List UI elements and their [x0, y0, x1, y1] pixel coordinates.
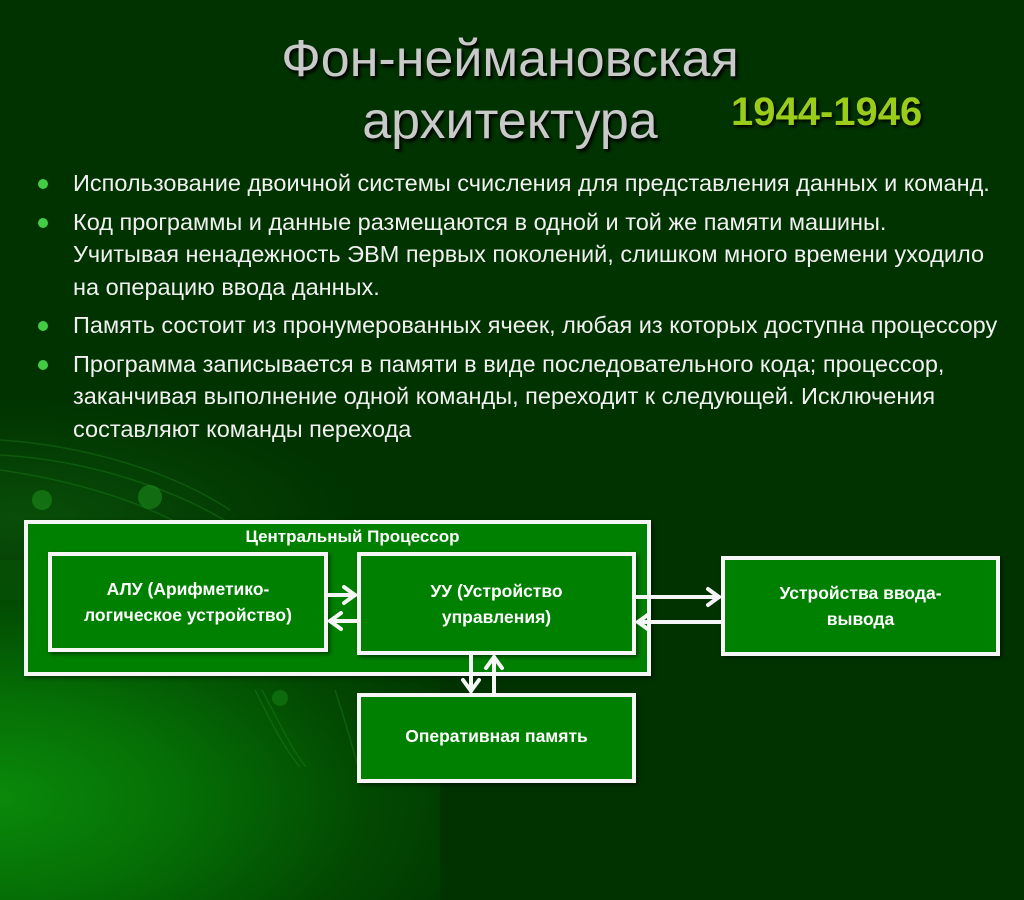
bullet-item: Программа записывается в памяти в виде п…: [38, 348, 998, 446]
ram-label: Оперативная память: [405, 726, 588, 746]
bullet-item: Память состоит из пронумерованных ячеек,…: [38, 309, 998, 342]
slide-title: Фон-неймановская архитектура: [200, 28, 820, 152]
bullet-dot-icon: [38, 321, 48, 331]
alu-label: АЛУ (Арифметико-логическое устройство): [84, 579, 292, 625]
ram-box: Оперативная память: [357, 693, 636, 783]
control-unit-label: УУ (Устройство управления): [430, 580, 563, 627]
bullet-list: Использование двоичной системы счисления…: [38, 167, 998, 451]
bullet-text: Код программы и данные размещаются в одн…: [73, 208, 985, 300]
bullet-dot-icon: [38, 217, 48, 228]
years-label: 1944-1946: [731, 90, 923, 134]
bullet-dot-icon: [38, 179, 48, 189]
alu-box: АЛУ (Арифметико-логическое устройство): [48, 552, 328, 652]
title-line-1: Фон-неймановская: [281, 30, 739, 88]
decorative-swirl-lines: [0, 439, 359, 767]
control-unit-box: УУ (Устройство управления): [357, 552, 636, 655]
bullet-text: Использование двоичной системы счисления…: [73, 170, 990, 196]
cpu-label: Центральный Процессор: [245, 527, 460, 546]
bullet-item: Использование двоичной системы счисления…: [38, 167, 998, 200]
title-line-2: архитектура: [362, 92, 658, 150]
bullet-text: Память состоит из пронумерованных ячеек,…: [73, 312, 998, 338]
bullet-dot-icon: [38, 359, 48, 370]
bullet-text: Программа записывается в памяти в виде п…: [73, 350, 945, 442]
io-devices-label: Устройства ввода-вывода: [779, 583, 942, 629]
bullet-item: Код программы и данные размещаются в одн…: [38, 206, 998, 304]
io-devices-box: Устройства ввода-вывода: [721, 556, 1000, 656]
